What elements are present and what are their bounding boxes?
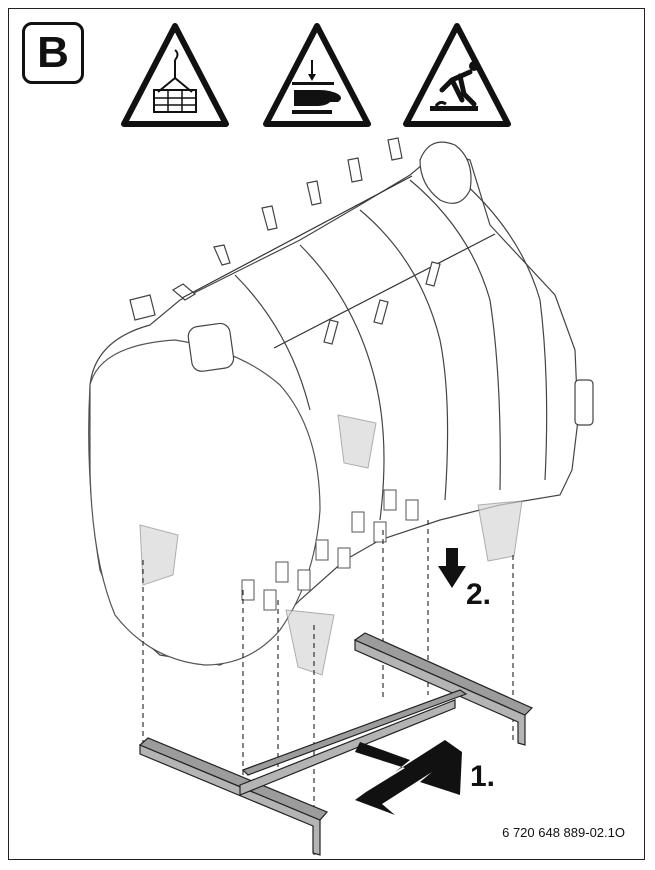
shift-arrows-icon — [355, 740, 462, 815]
step-2-label: 2. — [466, 578, 492, 611]
crush-hazard-hand-warning-icon — [263, 23, 371, 127]
lifting-load-warning-icon — [121, 23, 229, 127]
figure-label: B — [22, 22, 84, 84]
step-1-label: 1. — [470, 760, 496, 793]
boiler-feet — [139, 414, 523, 676]
alignment-dashed-lines — [142, 520, 514, 855]
trip-hazard-warning-icon — [403, 23, 511, 127]
leveling-feet — [241, 489, 419, 611]
boiler-body — [88, 137, 594, 666]
lower-arrow-icon — [438, 548, 466, 588]
base-frame — [138, 632, 534, 856]
figure-code: 6 720 648 889-02.1O — [502, 825, 625, 840]
